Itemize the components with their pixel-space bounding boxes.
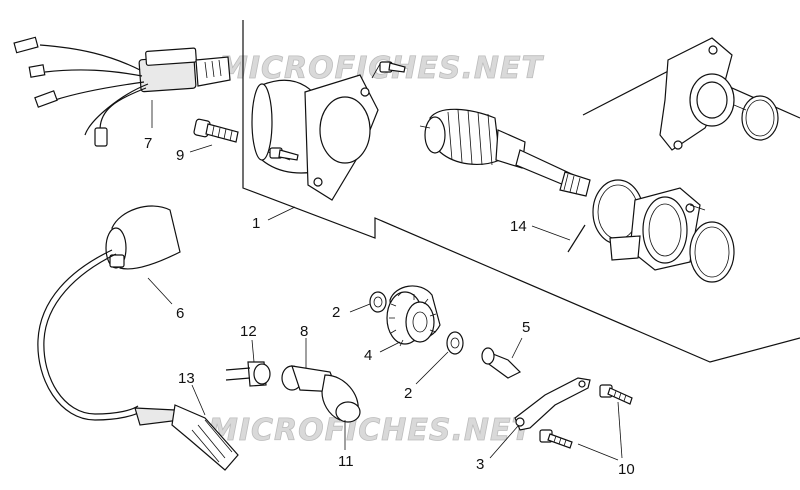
watermark-bottom: MICROFICHES.NET — [208, 413, 535, 448]
end-cover-part — [659, 37, 779, 151]
callout-14: 14 — [510, 218, 527, 235]
callout-12: 12 — [240, 323, 257, 340]
bolt-10-lower-part — [539, 429, 573, 449]
brush-holder-part — [592, 179, 735, 283]
callout-11: 11 — [338, 453, 354, 470]
callout-2-upper: 2 — [332, 304, 340, 321]
callout-labels: 7 9 1 14 6 2 5 12 8 4 2 13 11 3 10 — [144, 135, 635, 478]
spark-plug-cap-part — [134, 404, 239, 471]
callout-4: 4 — [364, 347, 372, 364]
callout-13: 13 — [178, 370, 195, 387]
callout-10: 10 — [618, 461, 635, 478]
starter-motor-housing-part — [251, 61, 406, 201]
callout-8: 8 — [300, 323, 308, 340]
pin-part — [481, 347, 522, 379]
gear-part — [386, 285, 441, 347]
callout-6: 6 — [176, 305, 184, 322]
washer-2-upper-part — [369, 291, 387, 313]
bolt-10-upper-part — [599, 384, 633, 405]
callout-1: 1 — [252, 215, 260, 232]
ignition-coil-part — [37, 205, 181, 421]
leader-lines — [147, 100, 623, 461]
callout-5: 5 — [522, 319, 530, 336]
washer-2-lower-part — [446, 331, 464, 355]
callout-3: 3 — [476, 456, 484, 473]
fitting-12-part — [225, 361, 271, 387]
callout-9: 9 — [176, 147, 184, 164]
bracket-part — [514, 377, 591, 431]
armature-part — [419, 108, 591, 197]
screw-9-part — [193, 118, 239, 143]
callout-2-lower: 2 — [404, 385, 412, 402]
cap-elbow-part — [281, 365, 361, 423]
cdi-unit-part — [13, 36, 231, 147]
callout-7: 7 — [144, 135, 152, 152]
